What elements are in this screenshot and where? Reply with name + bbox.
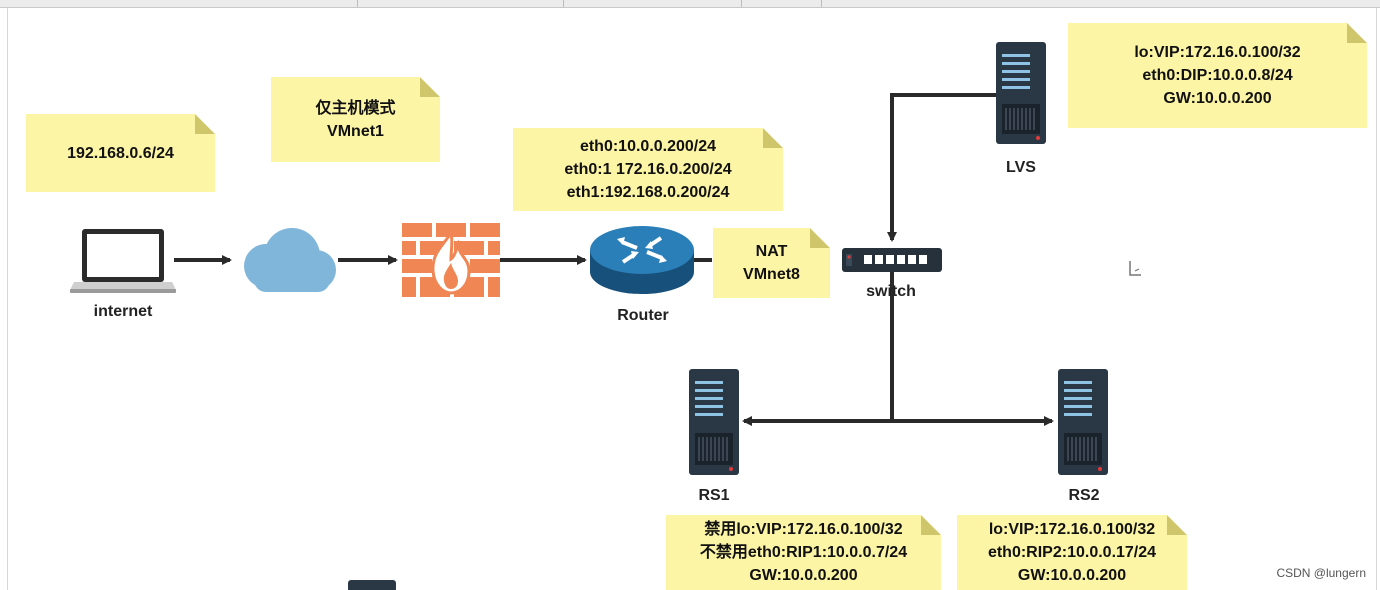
lvs-label: LVS bbox=[1006, 159, 1036, 176]
text-cursor-icon bbox=[1129, 261, 1141, 276]
canvas-right-border bbox=[1376, 8, 1377, 590]
wire-lvs-switch bbox=[887, 93, 998, 242]
note-router-ips: eth0:10.0.0.200/24 eth0:1 172.16.0.200/2… bbox=[513, 128, 783, 211]
lvs-server-icon bbox=[996, 42, 1046, 144]
internet-label: internet bbox=[93, 303, 153, 320]
rs2-label: RS2 bbox=[1068, 487, 1100, 504]
window-top-bar bbox=[0, 0, 1380, 8]
note-internet-ip: 192.168.0.6/24 bbox=[26, 114, 215, 192]
router-label: Router bbox=[617, 307, 669, 324]
note-rs2: lo:VIP:172.16.0.100/32 eth0:RIP2:10.0.0.… bbox=[957, 515, 1187, 590]
firewall-icon bbox=[402, 223, 500, 297]
server-icon-partial bbox=[348, 580, 396, 590]
rs2-server-icon bbox=[1058, 369, 1108, 475]
note-rs1: 禁用lo:VIP:172.16.0.100/32 不禁用eth0:RIP1:10… bbox=[666, 515, 941, 590]
note-hostonly: 仅主机模式 VMnet1 bbox=[271, 77, 440, 162]
router-icon bbox=[590, 226, 694, 294]
watermark: CSDN @lungern bbox=[1276, 566, 1366, 580]
note-lvs: lo:VIP:172.16.0.100/32 eth0:DIP:10.0.0.8… bbox=[1068, 23, 1367, 128]
cloud-icon bbox=[244, 228, 336, 292]
switch-icon bbox=[842, 248, 942, 272]
note-nat: NAT VMnet8 bbox=[713, 228, 830, 298]
switch-label: switch bbox=[866, 283, 916, 300]
canvas-left-border bbox=[7, 8, 8, 590]
rs1-label: RS1 bbox=[698, 487, 730, 504]
laptop-icon bbox=[70, 229, 176, 293]
rs1-server-icon bbox=[689, 369, 739, 475]
